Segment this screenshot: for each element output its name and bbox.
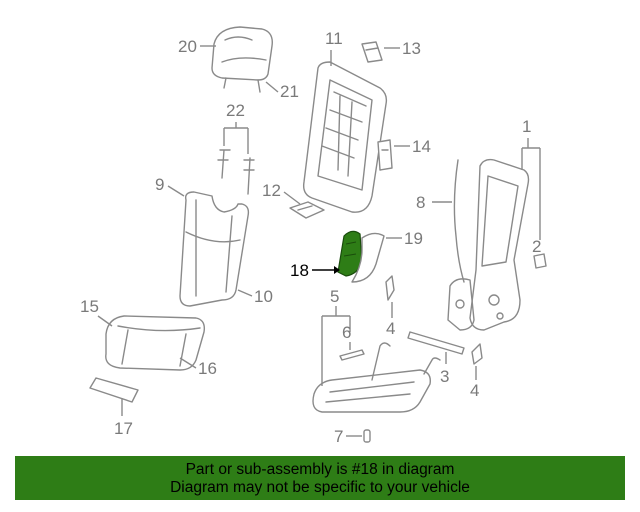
part-bracket-4-upper[interactable] — [385, 275, 395, 301]
part-seatback-frame[interactable] — [302, 61, 388, 213]
leader-18-arrowhead — [334, 266, 340, 274]
part-lever-6[interactable] — [339, 349, 365, 361]
callout-10: 10 — [254, 287, 273, 306]
leader-16 — [179, 357, 197, 369]
leader-12 — [283, 191, 301, 205]
part-headrest[interactable] — [211, 26, 273, 93]
part-bracket-12[interactable] — [289, 201, 325, 219]
callout-3: 3 — [440, 367, 449, 386]
part-rod-8[interactable] — [453, 159, 465, 283]
callout-9: 9 — [155, 175, 164, 194]
callout-12: 12 — [262, 181, 281, 200]
part-cushion[interactable] — [105, 315, 206, 371]
callout-1: 1 — [522, 117, 531, 136]
leader-10 — [237, 289, 253, 297]
part-bezel-14[interactable] — [377, 139, 393, 171]
callout-20: 20 — [178, 37, 197, 56]
part-seatback-cover[interactable] — [179, 191, 250, 307]
leader-15 — [97, 315, 113, 327]
callout-5: 5 — [330, 287, 339, 306]
part-clip-2[interactable] — [533, 253, 547, 269]
leader-22 — [223, 122, 249, 154]
callout-8: 8 — [416, 193, 425, 212]
part-frame-1[interactable] — [447, 158, 530, 331]
callout-16: 16 — [198, 359, 217, 378]
parts-diagram: 20 21 22 11 13 14 12 9 10 — [80, 26, 547, 446]
callout-13: 13 — [402, 39, 421, 58]
leader-9 — [167, 185, 185, 197]
callout-18: 18 — [290, 261, 309, 280]
leader-5 — [321, 306, 351, 386]
callout-14: 14 — [412, 137, 431, 156]
callout-7: 7 — [334, 427, 343, 446]
callout-19: 19 — [404, 229, 423, 248]
info-banner: Part or sub-assembly is #18 in diagram D… — [15, 456, 625, 500]
part-rod-3[interactable] — [407, 331, 465, 355]
callout-11: 11 — [325, 29, 343, 48]
part-seat-frame-5[interactable] — [312, 342, 441, 413]
banner-line-2: Diagram may not be specific to your vehi… — [170, 479, 470, 496]
callout-2: 2 — [532, 237, 541, 256]
callout-4a: 4 — [386, 319, 395, 338]
callout-22: 22 — [226, 101, 245, 120]
callout-4b: 4 — [470, 381, 479, 400]
leader-21 — [265, 81, 279, 93]
part-trim-19[interactable] — [351, 232, 385, 283]
part-bolt-7[interactable] — [363, 429, 371, 443]
callout-15: 15 — [80, 297, 99, 316]
part-headrest-guides[interactable] — [217, 149, 255, 195]
banner-line-1: Part or sub-assembly is #18 in diagram — [185, 461, 455, 478]
callout-17: 17 — [114, 419, 133, 438]
callout-6: 6 — [342, 323, 351, 342]
leader-1 — [521, 138, 541, 240]
callout-21: 21 — [280, 82, 299, 101]
part-bracket-4-lower[interactable] — [471, 343, 483, 365]
part-trim-17[interactable] — [89, 377, 139, 403]
part-clip-13[interactable] — [361, 41, 383, 63]
